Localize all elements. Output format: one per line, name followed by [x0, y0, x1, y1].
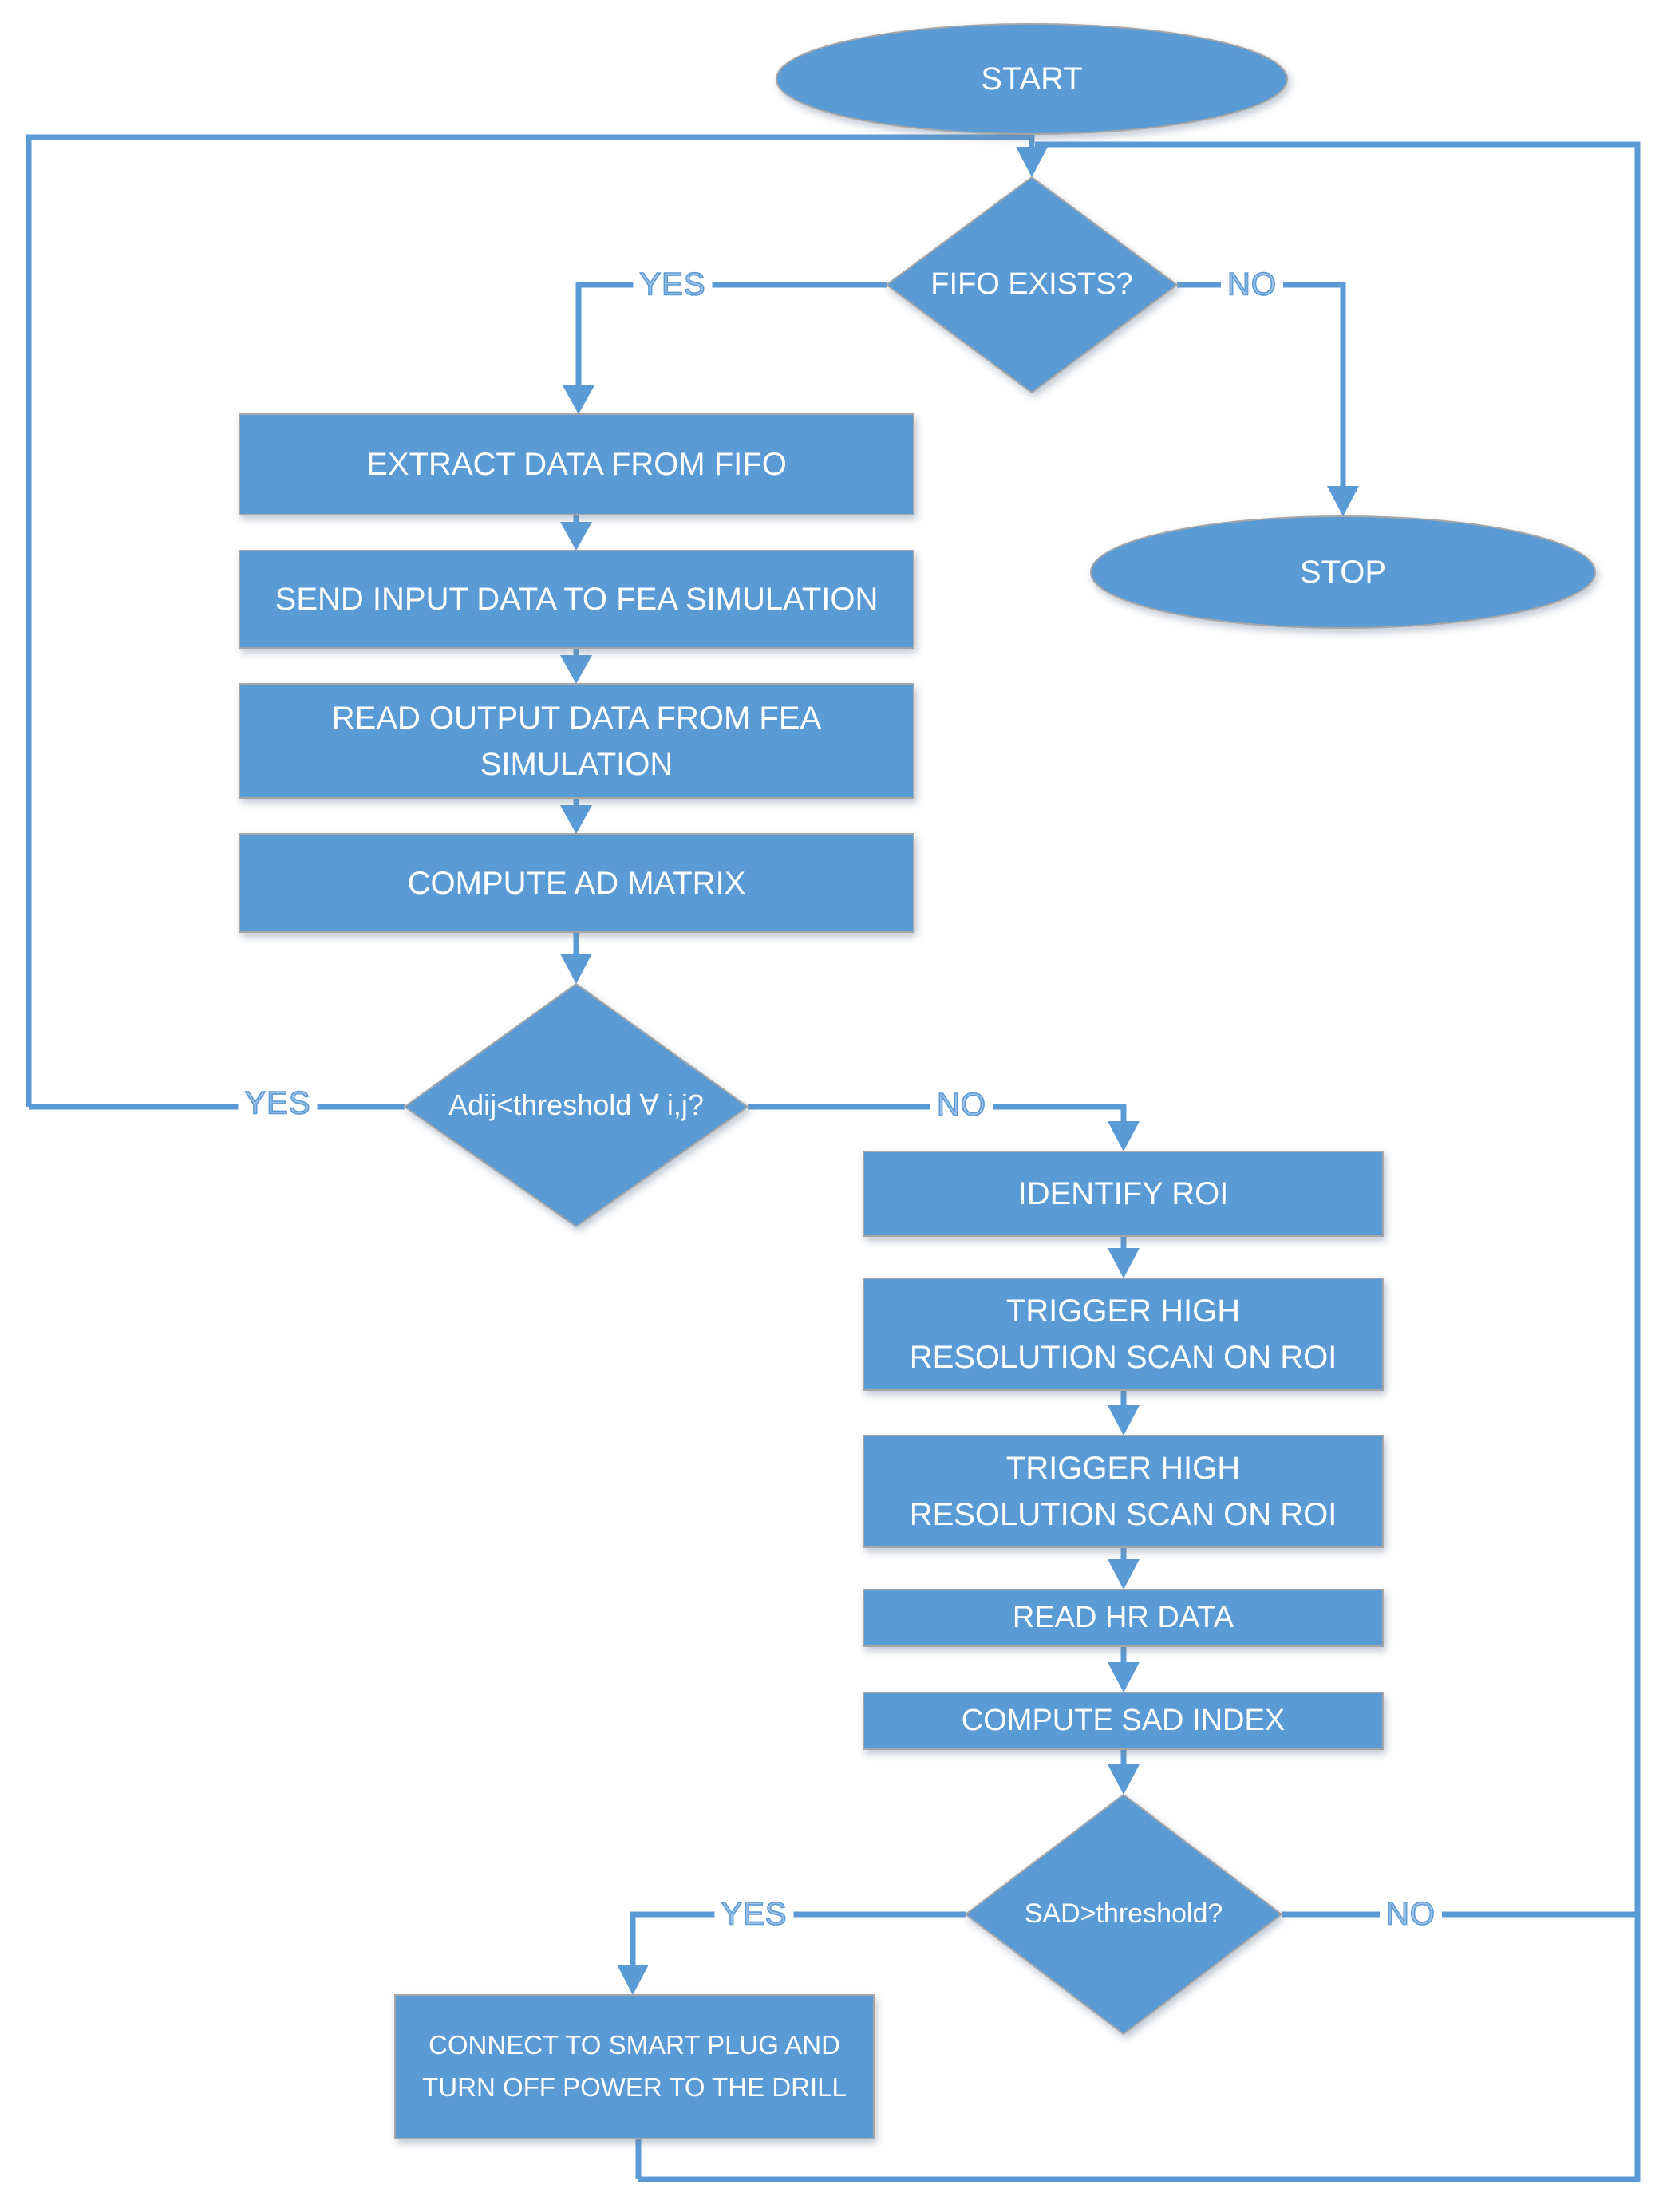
trigger-scan-2-process-shape — [863, 1435, 1384, 1548]
arrowhead-into-stop — [1327, 486, 1359, 516]
connect-plug-process-shape — [394, 1994, 875, 2139]
edge-adij-no — [748, 1104, 1127, 1123]
extract-process-shape — [239, 413, 914, 515]
loop-right-bottom-line — [638, 141, 1641, 2182]
arrowhead-into-sad — [1108, 1764, 1140, 1795]
adij-threshold-decision-shape — [403, 982, 749, 1228]
loop-left-top-line — [26, 134, 1029, 1107]
start-terminator-shape — [776, 23, 1288, 135]
trigger-scan-1-process-shape — [863, 1278, 1384, 1391]
send-input-process-shape — [239, 550, 914, 649]
fifo-exists-label: FIFO EXISTS? — [930, 267, 1133, 302]
connect-plug-label: CONNECT TO SMART PLUG AND TURN OFF POWER… — [422, 2030, 847, 2102]
compute-sad-process-shape — [863, 1692, 1384, 1750]
adij-no-label: NO — [930, 1087, 993, 1124]
stop-label: STOP — [1299, 555, 1387, 590]
sad-threshold-decision-shape — [964, 1793, 1283, 2036]
sad-no-label: NO — [1380, 1896, 1442, 1933]
arrowhead-into-adij — [560, 954, 592, 984]
trigger-scan-1-label: TRIGGER HIGH RESOLUTION SCAN ON ROI — [909, 1294, 1337, 1375]
arrowhead-into-computesad — [1108, 1662, 1140, 1693]
arrowhead-into-connect — [617, 1965, 649, 1995]
sad-yes-label: YES — [714, 1896, 794, 1933]
edge-fifo-no — [1177, 282, 1346, 488]
compute-ad-label: COMPUTE AD MATRIX — [407, 865, 746, 901]
read-hr-process-shape — [863, 1589, 1384, 1647]
compute-sad-label: COMPUTE SAD INDEX — [961, 1703, 1286, 1737]
arrowhead-into-read — [560, 655, 592, 684]
send-input-label: SEND INPUT DATA TO FEA SIMULATION — [275, 582, 879, 617]
read-output-label: READ OUTPUT DATA FROM FEA SIMULATION — [331, 700, 822, 782]
extract-label: EXTRACT DATA FROM FIFO — [366, 447, 787, 482]
read-hr-label: READ HR DATA — [1012, 1600, 1234, 1634]
trigger-scan-2-label: TRIGGER HIGH RESOLUTION SCAN ON ROI — [909, 1451, 1337, 1532]
stop-terminator-shape — [1090, 515, 1596, 629]
arrowhead-into-extract — [563, 385, 594, 414]
adij-yes-label: YES — [238, 1085, 318, 1122]
node-shapes — [239, 23, 1596, 2139]
compute-ad-process-shape — [239, 833, 914, 933]
identify-roi-process-shape — [863, 1151, 1384, 1237]
fifo-exists-decision-shape — [885, 176, 1179, 394]
read-output-process-shape — [239, 683, 914, 799]
arrowhead-into-send — [560, 522, 592, 551]
fifo-yes-label: YES — [633, 267, 713, 303]
edge-fifo-yes — [575, 282, 887, 387]
sad-threshold-label: SAD>threshold? — [1024, 1898, 1223, 1930]
arrowhead-into-identify — [1108, 1121, 1140, 1151]
arrowhead-into-trigger1 — [1108, 1248, 1140, 1278]
arrowhead-into-readhr — [1108, 1559, 1140, 1590]
adij-threshold-label: Adij<threshold ∀ i,j? — [448, 1088, 704, 1121]
start-label: START — [981, 61, 1083, 97]
arrowhead-into-fifo — [1016, 147, 1048, 177]
identify-roi-label: IDENTIFY ROI — [1017, 1176, 1229, 1211]
arrowheads — [560, 147, 1359, 1995]
arrowhead-into-computead — [560, 805, 592, 834]
fifo-no-label: NO — [1221, 267, 1283, 303]
edge-sad-yes — [630, 1911, 966, 1966]
arrowhead-into-trigger2 — [1108, 1405, 1140, 1436]
